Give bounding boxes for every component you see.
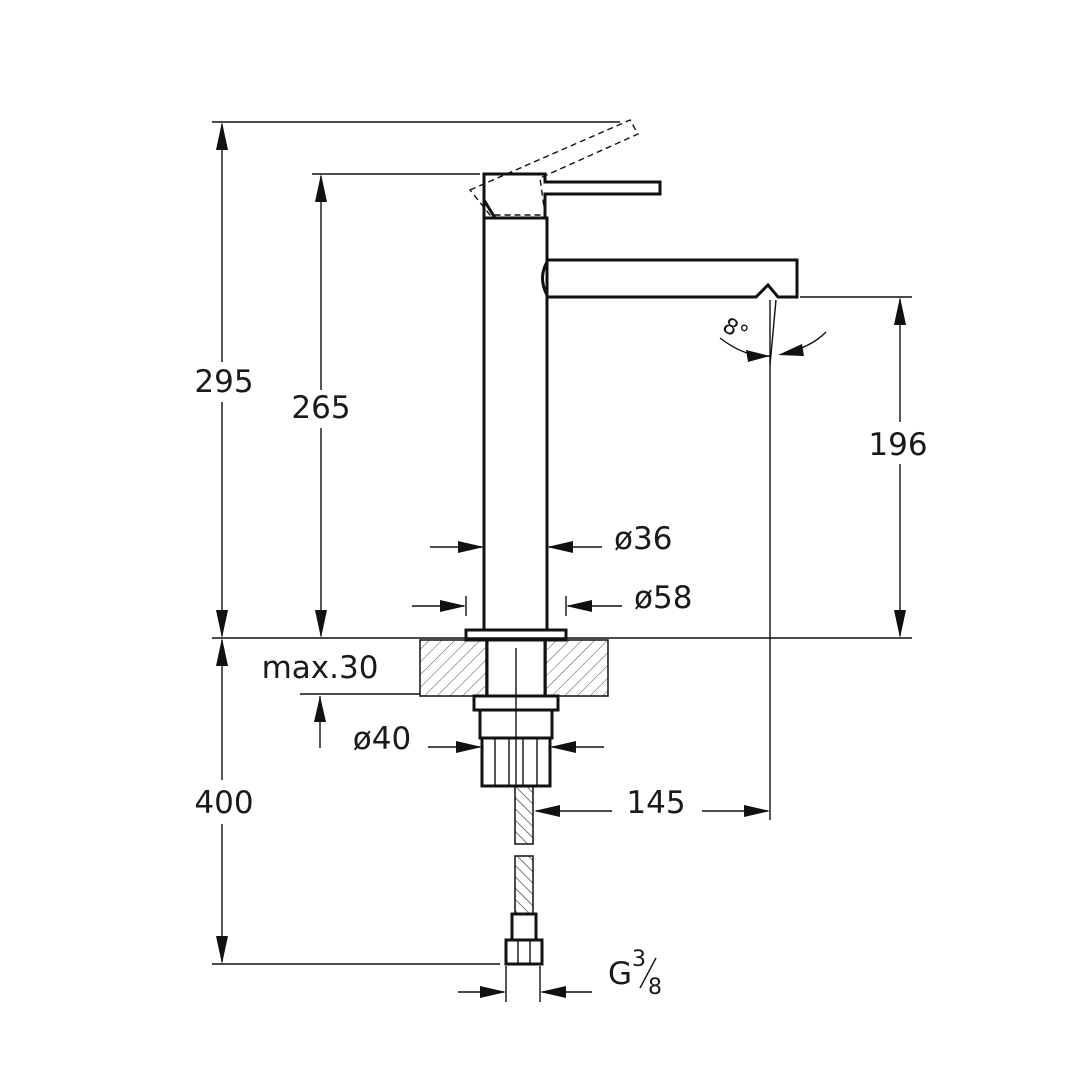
label-connection-denominator: 8 — [648, 975, 662, 1000]
dimension-outlet-height: 196 — [868, 297, 928, 638]
label-angle: 8° — [718, 313, 752, 347]
label-196: 196 — [868, 427, 927, 463]
dimension-overall-height: 295 — [194, 122, 254, 638]
faucet-body — [464, 119, 799, 642]
label-265: 265 — [291, 390, 350, 426]
flexible-hose — [504, 785, 544, 966]
label-max-30: max.30 — [262, 650, 379, 686]
dimension-shank-diameter: ø40 — [353, 721, 604, 757]
dimension-counter-thickness: max.30 — [262, 650, 379, 748]
fraction-bar — [639, 957, 657, 989]
dimension-angle: 8° — [718, 299, 827, 366]
extension-lines — [212, 121, 912, 1002]
dimension-base-diameter: ø58 — [412, 580, 692, 616]
dimension-hose-length: 400 — [194, 638, 254, 964]
label-diameter-58: ø58 — [634, 580, 692, 616]
label-connection-numerator: 3 — [632, 947, 646, 972]
dimension-reach: 145 — [534, 785, 770, 821]
label-connection-g: G — [608, 956, 632, 992]
label-400: 400 — [194, 785, 253, 821]
dimension-connection: G 3 8 — [458, 947, 662, 1000]
label-diameter-36: ø36 — [614, 521, 672, 557]
dimension-body-diameter: ø36 — [430, 521, 672, 557]
label-145: 145 — [626, 785, 685, 821]
label-diameter-40: ø40 — [353, 721, 411, 757]
dimension-spout-top: 265 — [291, 174, 351, 638]
countertop-section — [419, 639, 609, 697]
label-295: 295 — [194, 364, 253, 400]
shank-assembly — [472, 638, 560, 788]
